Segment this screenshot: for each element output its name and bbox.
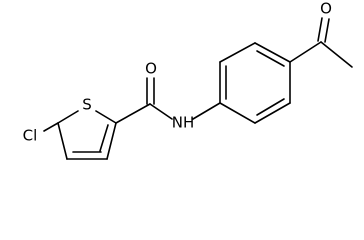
bond-benzene-3 — [254, 102, 291, 124]
bond-thiophene-inner-2 — [99, 124, 109, 152]
bond-thiophene-c2-s — [95, 110, 117, 124]
bond-thiophene-c3-c2 — [106, 122, 117, 160]
atom-nitrogen-amide: NH — [172, 114, 195, 132]
atom-oxygen-ketone: O — [320, 0, 332, 18]
bond-benzene-inner-1 — [256, 50, 285, 67]
bond-ring-nitrogen — [192, 102, 221, 120]
bond-ring-ketone — [289, 41, 322, 63]
bond-ketone-double-2 — [324, 18, 330, 43]
bond-carbonyl-thiophene — [115, 103, 151, 124]
bond-ketone-double-1 — [317, 17, 323, 42]
bond-thiophene-chlorine — [43, 122, 59, 132]
bond-benzene-1 — [254, 42, 291, 63]
structure-canvas: O O NH S Cl — [23, 0, 353, 160]
bond-thiophene-c5-c4 — [57, 122, 68, 160]
bond-thiophene-s-c5 — [57, 110, 79, 124]
bond-ketone-methyl — [320, 41, 353, 68]
bond-benzene-6 — [219, 42, 256, 63]
bonds — [43, 17, 353, 160]
atom-oxygen-amide: O — [145, 60, 157, 78]
atom-sulfur: S — [82, 96, 92, 114]
bond-benzene-4 — [219, 102, 256, 124]
molecule-structure: O O NH S Cl — [23, 0, 353, 160]
atom-chlorine: Cl — [23, 127, 38, 145]
atom-labels: O O NH S Cl — [23, 0, 332, 145]
bond-nitrogen-carbonyl — [149, 103, 173, 120]
bond-benzene-inner-2 — [256, 98, 285, 116]
